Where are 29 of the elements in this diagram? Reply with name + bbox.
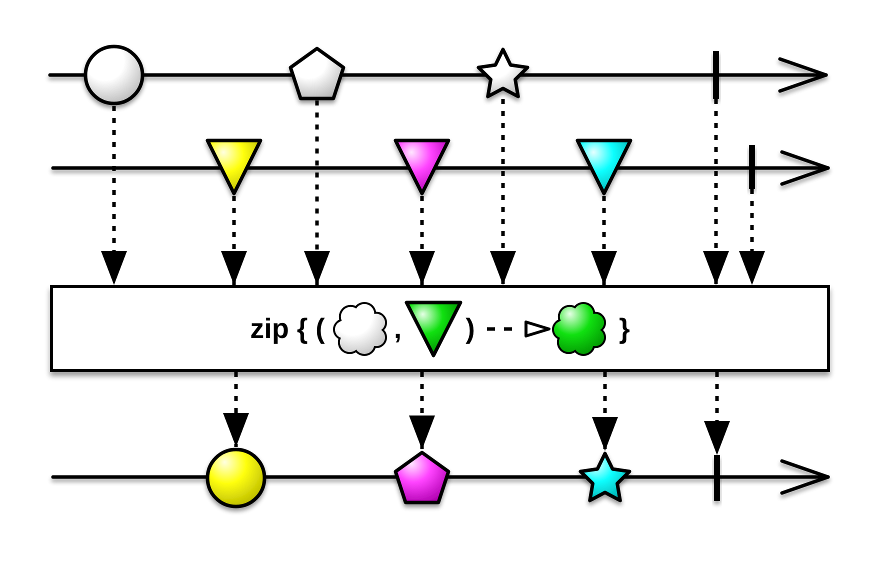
pentagon-marble	[288, 46, 346, 100]
triangle-marble	[575, 138, 633, 196]
star-marble	[578, 451, 632, 503]
dotted-arrow	[704, 372, 730, 455]
dotted-arrow	[304, 100, 330, 285]
dotted-arrow	[101, 106, 127, 285]
completion-tick	[713, 51, 719, 99]
operator-box	[50, 285, 830, 372]
dotted-arrow	[703, 99, 729, 285]
dotted-arrow	[409, 372, 435, 450]
formula-text: ,	[394, 314, 402, 342]
dotted-arrow	[591, 196, 617, 285]
triangle-marble	[393, 138, 451, 196]
formula-text: )	[466, 314, 475, 342]
formula-text: }	[618, 314, 630, 342]
circle-marble	[205, 447, 267, 509]
dotted-arrow	[592, 372, 618, 451]
star-marble	[476, 47, 530, 99]
pentagon-marble	[393, 450, 451, 504]
dotted-arrow	[221, 196, 247, 285]
completion-tick	[714, 455, 720, 501]
dotted-arrow	[490, 99, 516, 285]
completion-tick	[749, 145, 755, 189]
formula-text: zip { (	[250, 314, 325, 342]
circle-marble	[83, 44, 145, 106]
dotted-arrow	[739, 189, 765, 285]
triangle-marble	[205, 138, 263, 196]
dotted-arrow	[223, 372, 249, 447]
dotted-arrow	[409, 196, 435, 285]
